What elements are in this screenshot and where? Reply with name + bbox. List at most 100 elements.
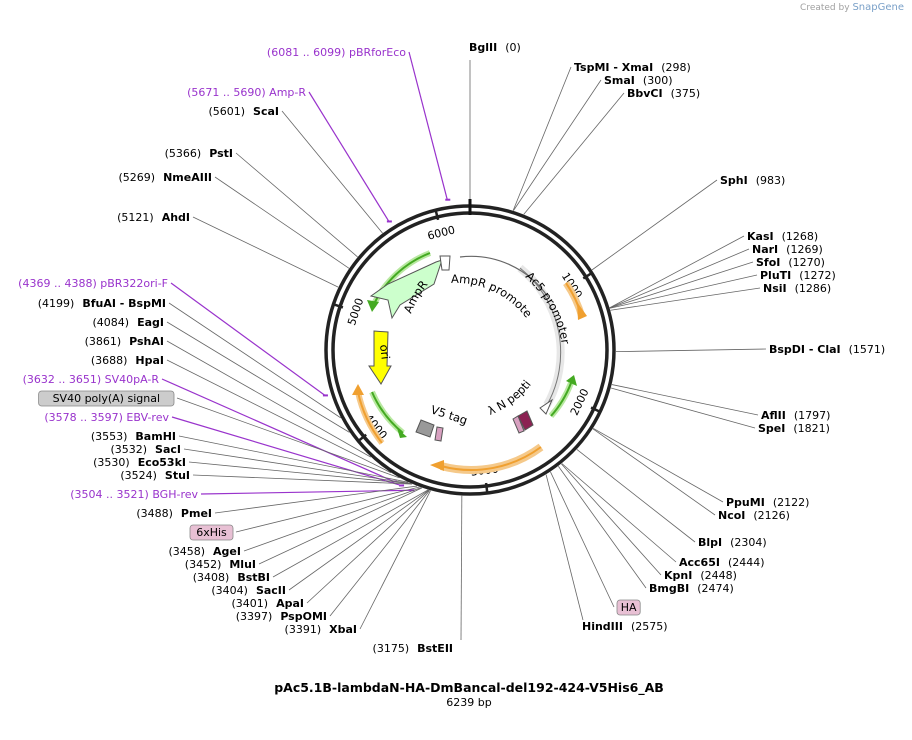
- enzyme-coord-bmgbi: (2474): [697, 582, 734, 595]
- enzyme-name-sacii: SacII: [256, 584, 286, 597]
- enzyme-coord-nmeaiii: (5269): [119, 171, 156, 184]
- leader-agei: [243, 487, 422, 552]
- enzyme-name-acc65i: Acc65I: [679, 556, 720, 569]
- plasmid-title: pAc5.1B-lambdaN-HA-DmBancal-del192-424-V…: [274, 680, 664, 696]
- enzyme-name-tspmi-xmai: TspMI - XmaI: [574, 61, 653, 74]
- enzyme-name-kpni: KpnI: [664, 569, 692, 582]
- sv40-poly-a-signal-feature-text: SV40 poly(A) signal: [53, 392, 160, 405]
- leader-tspmi-xmai: [512, 66, 572, 211]
- tick-mark-5000: [332, 302, 344, 309]
- ampr-promoter-arrowhead: [439, 255, 451, 271]
- leader-bamhi: [178, 435, 409, 483]
- enzyme-name-bspdi-clai: BspDI - ClaI: [769, 343, 841, 356]
- site-label-pmei: (3488) PmeI: [136, 507, 212, 520]
- enzyme-coord-xbai: (3391): [285, 623, 322, 636]
- orange-arrowhead-left: [352, 384, 364, 395]
- enzyme-name-xbai: XbaI: [329, 623, 357, 636]
- enzyme-coord-nsii: (1286): [795, 282, 832, 295]
- ori-label: ori: [377, 344, 393, 361]
- tick-mark-3000: [484, 482, 489, 495]
- enzyme-coord-saci: (3532): [110, 443, 147, 456]
- primer-mark-5671-5690-amp-r: [386, 220, 392, 223]
- leader-ahdi: [192, 216, 339, 288]
- enzyme-coord-bspdi-clai: (1571): [849, 343, 886, 356]
- leader-sv40-poly-a-signal: [176, 397, 400, 479]
- leader-lines: [161, 51, 767, 641]
- primer-mark-3504-3521-bgh-rev: [409, 489, 415, 492]
- lambda-n-label: λ N peptide: [0, 0, 534, 418]
- primer-mark-6081-6099-pbrforeco: [445, 198, 451, 201]
- enzyme-name-pshai: PshAI: [129, 335, 164, 348]
- site-label-nsii: NsiI(1286): [763, 282, 831, 295]
- tick-label-5000: 5000: [345, 296, 366, 327]
- enzyme-name-nari: NarI: [752, 243, 778, 256]
- primer-label-6081-6099-pbrforeco: (6081 .. 6099) pBRforEco: [267, 46, 406, 59]
- site-label-nari: NarI (1269): [752, 243, 823, 256]
- leader-bsteii: [460, 495, 463, 641]
- enzyme-coord-psti: (5366): [165, 147, 202, 160]
- leader-xbai: [359, 490, 431, 630]
- site-label-smai: SmaI(300): [604, 74, 673, 87]
- enzyme-coord-acc65i: (2444): [728, 556, 765, 569]
- brand-name: SnapGene: [852, 2, 904, 13]
- enzyme-name-sfoi: SfoI: [756, 256, 780, 269]
- enzyme-coord-bglii: (0): [505, 41, 521, 54]
- tick-label-2000: 2000: [568, 387, 592, 418]
- leader-blpi: [576, 449, 696, 543]
- site-label-sfoi: SfoI(1270): [756, 256, 825, 269]
- green-arc-left-edge: [371, 391, 404, 434]
- site-label-kasi: KasI(1268): [747, 230, 818, 243]
- leader-smai: [513, 79, 602, 211]
- 6xhis-feature-box: [189, 524, 234, 541]
- enzyme-coord-blpi: (2304): [730, 536, 767, 549]
- site-label-pshai: (3861)PshAI: [85, 335, 164, 348]
- ha-feature-label: HA: [616, 599, 641, 616]
- leader-saci: [183, 448, 412, 484]
- site-label-mlui: (3452)MluI: [185, 558, 256, 571]
- primer-mark-3578-3597-ebv-rev: [399, 484, 405, 487]
- primer-label-3578-3597-ebv-rev: (3578 .. 3597) EBV-rev: [44, 411, 169, 424]
- site-label-bamhi: (3553)BamHI: [91, 430, 176, 443]
- enzyme-name-spei: SpeI: [758, 422, 785, 435]
- leader-ha: [550, 471, 615, 608]
- enzyme-coord-kasi: (1268): [782, 230, 819, 243]
- enzyme-name-psti: PstI: [209, 147, 233, 160]
- leader-bbvci: [523, 92, 625, 215]
- ori-arrow: [368, 330, 392, 385]
- leader-spei: [610, 387, 756, 429]
- enzyme-name-agei: AgeI: [213, 545, 241, 558]
- leader-pluti: [609, 274, 758, 309]
- enzyme-name-apai: ApaI: [276, 597, 304, 610]
- leader-6081-6099-pbrforeco: [408, 51, 448, 200]
- enzyme-name-hindiii: HindIII: [582, 620, 623, 633]
- his-block: [434, 426, 444, 442]
- enzyme-coord-bamhi: (3553): [91, 430, 128, 443]
- ampr-arrow: [369, 259, 443, 320]
- leader-pspomi: [329, 490, 431, 617]
- enzyme-coord-scai: (5601): [208, 105, 245, 118]
- site-label-spei: SpeI(1821): [758, 422, 830, 435]
- primer-label-3632-3651-sv40pa-r: (3632 .. 3651) SV40pA-R: [23, 373, 160, 386]
- leader-aflii: [611, 384, 759, 416]
- orange-arrowhead-bottom: [430, 460, 444, 471]
- site-label-pspomi: (3397)PspOMI: [236, 610, 327, 623]
- site-label-kpni: KpnI(2448): [664, 569, 737, 582]
- enzyme-name-sphi: SphI: [720, 174, 748, 187]
- enzyme-coord-nari: (1269): [786, 243, 823, 256]
- enzyme-coord-pmei: (3488): [136, 507, 173, 520]
- plasmid-length: 6239 bp: [446, 696, 491, 709]
- sv40-poly-a-signal-feature-label: SV40 poly(A) signal: [38, 390, 175, 407]
- enzyme-name-pmei: PmeI: [181, 507, 212, 520]
- enzyme-name-aflii: AflII: [761, 409, 786, 422]
- enzyme-name-mlui: MluI: [229, 558, 256, 571]
- leader-sfoi: [609, 261, 754, 309]
- primer-label-5671-5690-amp-r: (5671 .. 5690) Amp-R: [187, 86, 306, 99]
- enzyme-name-bmgbi: BmgBI: [649, 582, 689, 595]
- site-label-bsteii: (3175)BstEII: [373, 642, 453, 655]
- primer-mark-4369-4388-pbr322ori-f: [322, 394, 328, 397]
- leader-psti: [235, 152, 358, 258]
- enzyme-coord-pspomi: (3397): [236, 610, 273, 623]
- green-arrowhead-right: [566, 375, 577, 386]
- enzyme-coord-apai: (3401): [232, 597, 269, 610]
